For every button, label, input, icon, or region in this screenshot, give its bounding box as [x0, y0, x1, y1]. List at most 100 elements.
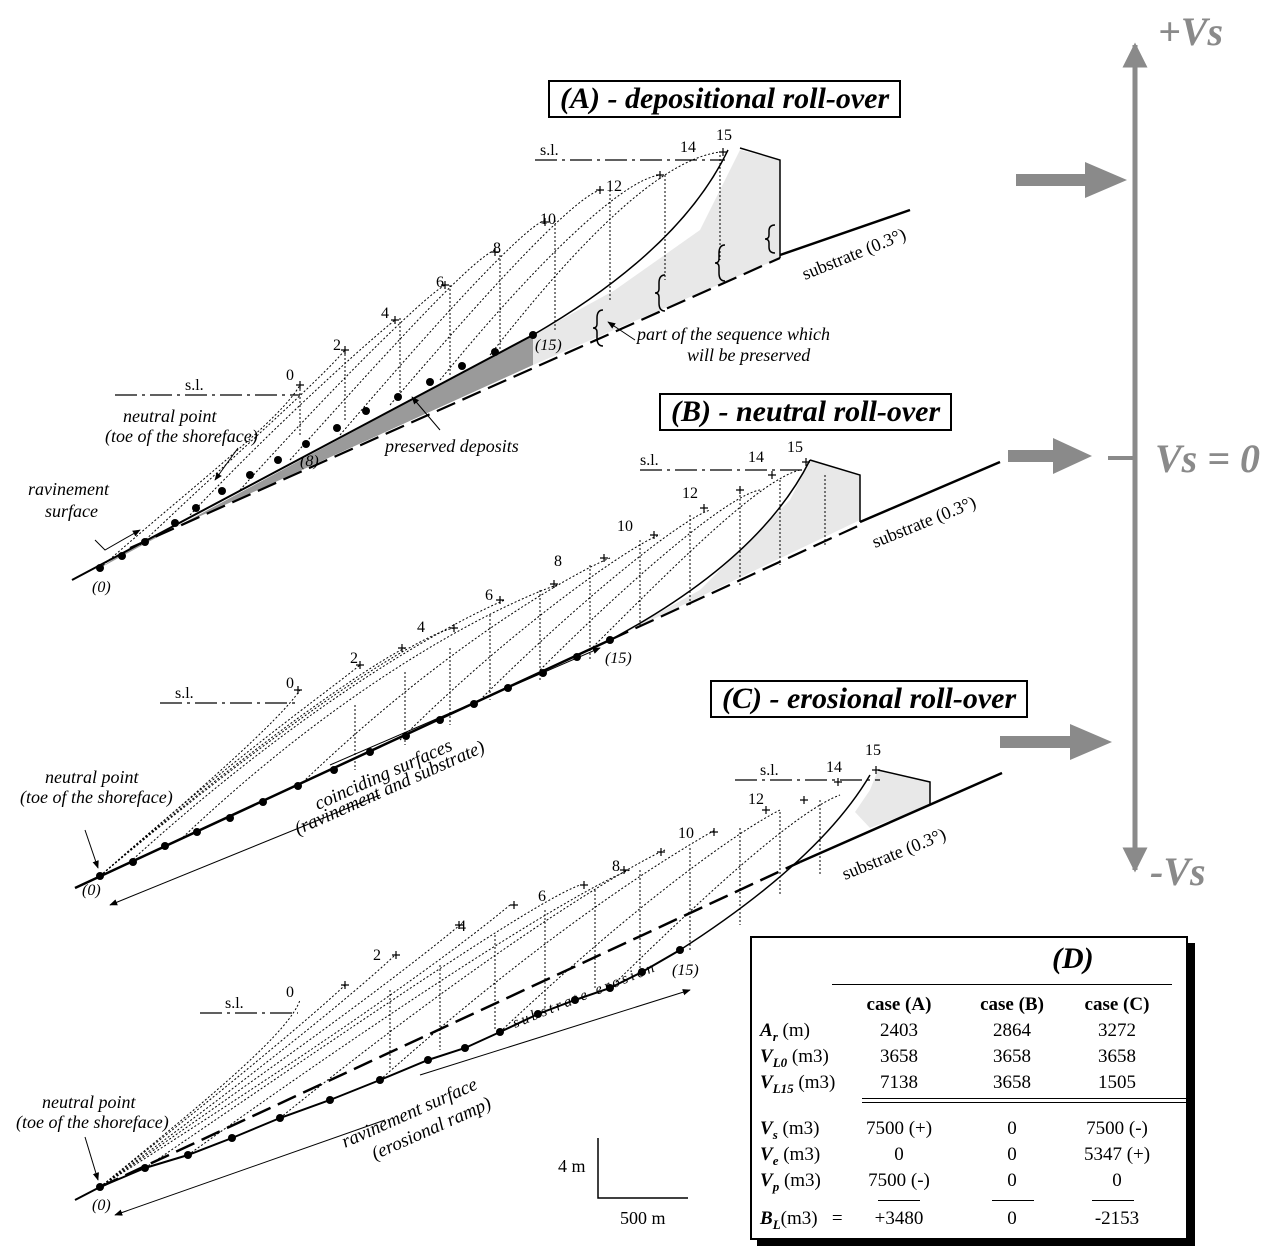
panel-b-ravinement-line: [74, 638, 611, 890]
panel-b-step-14: 14: [748, 449, 764, 466]
pointer-arrow-a: [1016, 162, 1127, 198]
panel-c-arrow-up: [419, 989, 691, 1076]
panel-a-step-6: 6: [436, 274, 444, 291]
panel-b-neutral-point-line1: neutral point: [45, 767, 139, 787]
scale-bar: 4 m 500 m: [558, 1138, 688, 1228]
panel-a-step-2: 2: [333, 337, 341, 354]
panel-c-roll-over-curve: [679, 774, 871, 951]
panel-c-neutral-point-line2: (toe of the shoreface): [16, 1112, 169, 1133]
panel-b-substrate-label: substrate (0.3°): [869, 492, 979, 553]
panel-a-step-14: 14: [680, 139, 696, 156]
panel-b-neutral-arrow: [84, 829, 99, 869]
panel-a-ravinement-line1: ravinement: [28, 479, 110, 499]
panel-c-title: (C) - erosional roll-over: [710, 680, 1029, 718]
panel-c-substrate-dashed: [99, 860, 801, 1189]
vs-pointer-arrows: [1000, 162, 1127, 760]
pointer-arrow-b: [1008, 438, 1092, 474]
panel-a-substrate-ramp: [779, 208, 911, 257]
panel-c-substrate-erosion: substrate erosion: [511, 959, 660, 1032]
panel-a-sequence-line2: will be preserved: [687, 345, 811, 365]
panel-c-step-4: 4: [458, 918, 466, 935]
panel-b-substrate-line: [809, 459, 861, 522]
panel-c-neutral-arrow: [84, 1136, 99, 1181]
panel-a-sequence-line1: part of the sequence which: [635, 324, 830, 344]
panel-b-arrow-down: [109, 794, 381, 906]
panel-c-step-15: 15: [865, 742, 881, 759]
panel-c-profile-tops: [341, 766, 880, 989]
panel-a-ravinement-line2: surface: [45, 501, 98, 521]
panel-c-step-10: 10: [678, 825, 694, 842]
panel-a-step-8: 8: [493, 240, 501, 257]
panel-a-step-4: 4: [381, 305, 389, 322]
panel-a-sequence-arrow: [607, 321, 636, 341]
panel-a-point-mid: (8): [300, 453, 319, 470]
panel-a-substrate-line: [739, 147, 781, 258]
panel-a-preserved-arrow: [411, 396, 441, 431]
panel-a-step-12: 12: [606, 178, 622, 195]
panel-b-coinciding-line2: (ravinement and substrate): [291, 737, 488, 840]
panel-c-step-6: 6: [538, 888, 546, 905]
panel-b-profile-tops: [294, 458, 810, 694]
pointer-arrow-c: [1000, 724, 1112, 760]
panel-b-step-12: 12: [682, 485, 698, 502]
panel-b-neutral-point-line2: (toe of the shoreface): [20, 787, 173, 808]
panel-a: 0 2 4 6 8 10 12 14 15 s.l. s.l. (0) (8) …: [28, 127, 911, 596]
panel-c-substrate-line: [877, 769, 931, 805]
panel-c-sea-level-lines: [200, 779, 880, 1014]
panel-a-ravinement-line: [71, 334, 534, 581]
panel-c-step-14: 14: [826, 759, 842, 776]
panel-b-ravinement-points: [96, 636, 614, 880]
panel-a-ravinement-points: [96, 331, 537, 572]
panel-b-step-4: 4: [417, 619, 425, 636]
panel-b-substrate-dashed: [609, 524, 861, 641]
panel-a-brackets: [592, 224, 776, 347]
panel-a-neutral-point-line1: neutral point: [123, 406, 217, 426]
panel-b-sequence-fill: [610, 460, 860, 640]
panel-a-sea-level-lines: [115, 159, 725, 396]
panel-b-point-start: (0): [82, 882, 101, 899]
panel-c-step-8: 8: [612, 858, 620, 875]
panel-c-neutral-point-line1: neutral point: [42, 1092, 136, 1112]
panel-a-step-10: 10: [540, 211, 556, 228]
panel-c-point-end: (15): [672, 962, 699, 979]
panel-c-step-12: 12: [748, 791, 764, 808]
panel-b-step-15: 15: [787, 439, 803, 456]
panel-a-profile-tops: [296, 148, 727, 389]
panel-b-sea-level-lines: [160, 469, 805, 704]
panel-a-sequence-fill: [533, 150, 780, 365]
panel-c-sea-level-high: s.l.: [760, 762, 779, 779]
table-col-c: case (C): [1084, 994, 1150, 1015]
panel-c-step-0: 0: [286, 984, 294, 1001]
scale-bar-horizontal: 500 m: [620, 1208, 666, 1228]
vs-axis: +Vs Vs = 0 -Vs: [1000, 9, 1260, 894]
panel-c-sea-level-low: s.l.: [225, 995, 244, 1012]
panel-b-step-10: 10: [617, 518, 633, 535]
panel-c-dotted-profiles: [99, 794, 841, 1188]
panel-b-point-end: (15): [605, 650, 632, 667]
panel-c-arrow-down: [114, 1119, 386, 1216]
panel-b-roll-over-curve: [609, 459, 811, 641]
panel-b-step-6: 6: [485, 587, 493, 604]
panel-b-dotted-profiles: [99, 469, 826, 877]
panel-a-preserved-label: preserved deposits: [383, 436, 519, 456]
panel-a-substrate-label: substrate (0.3°): [799, 224, 909, 285]
panel-c-substrate-ramp: [799, 771, 1003, 864]
panel-c-point-start: (0): [92, 1197, 111, 1214]
panel-c-ravinement-line: [74, 949, 681, 1201]
panel-b-title: (B) - neutral roll-over: [659, 393, 953, 431]
summary-table: (D) case (A) case (B) case (C) Ar (m) 24…: [750, 936, 1192, 1240]
panel-b-step-2: 2: [350, 650, 358, 667]
panel-c-step-2: 2: [373, 947, 381, 964]
panel-a-point-end: (15): [535, 337, 562, 354]
panel-b-step-8: 8: [554, 553, 562, 570]
panel-b-substrate-ramp: [859, 460, 1001, 524]
table-col-a: case (A): [866, 994, 932, 1015]
panel-a-neutral-arrow: [214, 447, 239, 481]
panel-c-ravinement-points: [96, 946, 684, 1191]
table-col-b: case (B): [980, 994, 1044, 1015]
panel-a-dotted-profiles: [99, 151, 721, 569]
panel-b-step-0: 0: [286, 675, 294, 692]
panel-a-sea-level-high: s.l.: [540, 142, 559, 159]
panel-a-sea-level-low: s.l.: [185, 377, 204, 394]
